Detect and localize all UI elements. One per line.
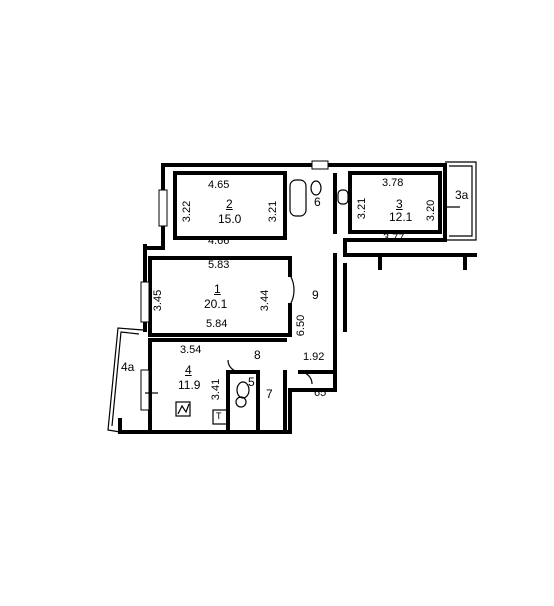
room6-number: 6 <box>314 195 321 209</box>
stove <box>175 401 191 417</box>
room1-right-dimension: 3.44 <box>259 289 272 312</box>
balcony-4a-label: 4a <box>121 360 135 374</box>
room2-bottom-dimension: 4.66 <box>208 235 230 247</box>
room7-number: 7 <box>266 387 273 401</box>
room1-area: 20.1 <box>204 297 228 311</box>
fixture-t-box <box>212 409 228 425</box>
room2-right-dimension: 3.21 <box>267 200 280 223</box>
room3-right-dimension: 3.20 <box>425 199 438 222</box>
room9-width-dimension: 1.92 <box>303 351 325 363</box>
room2-number: 2 <box>226 197 233 211</box>
bathtub <box>289 179 307 217</box>
windows <box>140 160 329 411</box>
room9-length-dimension: 6.50 <box>295 314 308 337</box>
room2-top-dimension: 4.65 <box>208 179 230 191</box>
balcony-3a <box>445 161 477 241</box>
toilet-6 <box>310 180 322 196</box>
room4-area: 11.9 <box>178 378 201 392</box>
room1-number: 1 <box>214 282 221 296</box>
room1-bottom-dimension: 5.84 <box>206 318 228 330</box>
sink-5 <box>235 396 247 408</box>
room9-door-dimension: 65 <box>314 387 327 399</box>
door-swings <box>145 206 460 394</box>
balcony-4a <box>107 327 144 433</box>
room9-number: 9 <box>312 288 319 302</box>
balcony-3a-label: 3a <box>455 188 469 202</box>
fixture-t-label: Т <box>216 411 222 421</box>
room3-top-dimension: 3.78 <box>382 177 404 189</box>
room1-left-dimension: 3.45 <box>152 289 165 312</box>
interior-walls <box>148 171 467 430</box>
room4-top-dimension: 3.54 <box>180 344 202 356</box>
room3-bottom-dimension: 3.77 <box>383 232 405 244</box>
room3-number: 3 <box>396 197 403 211</box>
room8-number: 8 <box>254 348 261 362</box>
room4-right-dimension: 3.41 <box>210 378 223 401</box>
room3-area: 12.1 <box>389 210 413 224</box>
sink-6 <box>337 189 349 205</box>
room2-area: 15.0 <box>218 212 242 226</box>
room2-left-dimension: 3.22 <box>181 200 194 223</box>
room4-number: 4 <box>185 363 192 377</box>
room3-left-dimension: 3.21 <box>356 197 369 220</box>
room1-top-dimension: 5.83 <box>208 259 230 271</box>
room5-number: 5 <box>248 375 255 389</box>
